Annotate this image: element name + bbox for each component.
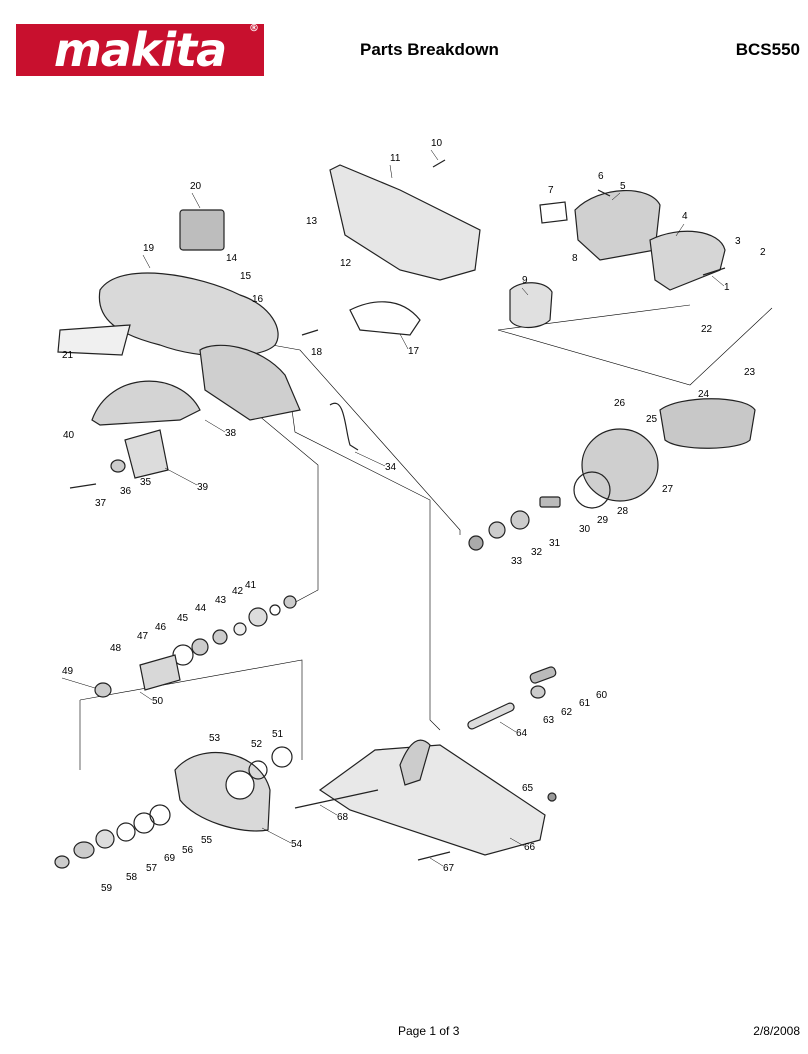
callout-32: 32 bbox=[531, 547, 543, 558]
callout-63: 63 bbox=[543, 715, 555, 726]
callout-16: 16 bbox=[252, 294, 264, 305]
callout-9: 9 bbox=[522, 275, 528, 286]
callout-17: 17 bbox=[408, 346, 420, 357]
callout-12: 12 bbox=[340, 258, 352, 269]
callout-45: 45 bbox=[177, 613, 189, 624]
page-title: Parts Breakdown bbox=[360, 40, 499, 59]
callout-40: 40 bbox=[63, 430, 75, 441]
callout-37: 37 bbox=[95, 498, 107, 509]
callout-68: 68 bbox=[337, 812, 349, 823]
callout-60: 60 bbox=[596, 690, 608, 701]
callout-2: 2 bbox=[760, 247, 766, 258]
callout-1: 1 bbox=[724, 282, 730, 293]
callout-36: 36 bbox=[120, 486, 132, 497]
callout-11: 11 bbox=[390, 153, 401, 164]
callout-52: 52 bbox=[251, 739, 263, 750]
callout-4: 4 bbox=[682, 211, 688, 222]
page-number: Page 1 of 3 bbox=[398, 1024, 460, 1038]
callout-14: 14 bbox=[226, 253, 238, 264]
callout-8: 8 bbox=[572, 253, 578, 264]
callout-29: 29 bbox=[597, 515, 609, 526]
document-date: 2/8/2008 bbox=[753, 1024, 800, 1038]
callout-56: 56 bbox=[182, 845, 194, 856]
callout-50: 50 bbox=[152, 696, 164, 707]
callout-20: 20 bbox=[190, 181, 202, 192]
callout-31: 31 bbox=[549, 538, 561, 549]
callout-47: 47 bbox=[137, 631, 149, 642]
makita-logo: makita ® bbox=[16, 23, 264, 77]
callout-5: 5 bbox=[620, 181, 626, 192]
callout-48: 48 bbox=[110, 643, 122, 654]
callout-25: 25 bbox=[646, 414, 658, 425]
callout-18: 18 bbox=[311, 347, 323, 358]
callout-22: 22 bbox=[701, 324, 713, 335]
callout-46: 46 bbox=[155, 622, 167, 633]
callout-44: 44 bbox=[195, 603, 207, 614]
callout-35: 35 bbox=[140, 477, 152, 488]
callout-66: 66 bbox=[524, 842, 536, 853]
callout-57: 57 bbox=[146, 863, 158, 874]
callout-3: 3 bbox=[735, 236, 741, 247]
callout-49: 49 bbox=[62, 666, 74, 677]
callout-64: 64 bbox=[516, 728, 528, 739]
callout-42: 42 bbox=[232, 586, 244, 597]
callout-10: 10 bbox=[431, 138, 443, 149]
callout-6: 6 bbox=[598, 171, 604, 182]
callout-19: 19 bbox=[143, 243, 155, 254]
callout-24: 24 bbox=[698, 389, 710, 400]
callout-58: 58 bbox=[126, 872, 138, 883]
model-number: BCS550 bbox=[735, 40, 800, 59]
registered-mark-icon: ® bbox=[249, 23, 259, 34]
callout-26: 26 bbox=[614, 398, 626, 409]
callout-34: 34 bbox=[385, 462, 397, 473]
callout-51: 51 bbox=[272, 729, 284, 740]
callout-43: 43 bbox=[215, 595, 227, 606]
callout-33: 33 bbox=[511, 556, 523, 567]
callout-30: 30 bbox=[579, 524, 591, 535]
callout-41: 41 bbox=[245, 580, 257, 591]
callout-65: 65 bbox=[522, 783, 534, 794]
callout-53: 53 bbox=[209, 733, 221, 744]
callout-15: 15 bbox=[240, 271, 252, 282]
callout-69: 69 bbox=[164, 853, 176, 864]
callout-39: 39 bbox=[197, 482, 209, 493]
callout-67: 67 bbox=[443, 863, 455, 874]
callout-59: 59 bbox=[101, 883, 113, 894]
callout-62: 62 bbox=[561, 707, 573, 718]
brand-wordmark: makita bbox=[53, 23, 227, 77]
callout-54: 54 bbox=[291, 839, 303, 850]
callout-28: 28 bbox=[617, 506, 629, 517]
callout-21: 21 bbox=[62, 350, 74, 361]
callout-27: 27 bbox=[662, 484, 674, 495]
callout-55: 55 bbox=[201, 835, 213, 846]
callout-13: 13 bbox=[306, 216, 318, 227]
callout-23: 23 bbox=[744, 367, 756, 378]
callout-7: 7 bbox=[548, 185, 554, 196]
callout-61: 61 bbox=[579, 698, 591, 709]
callout-38: 38 bbox=[225, 428, 237, 439]
